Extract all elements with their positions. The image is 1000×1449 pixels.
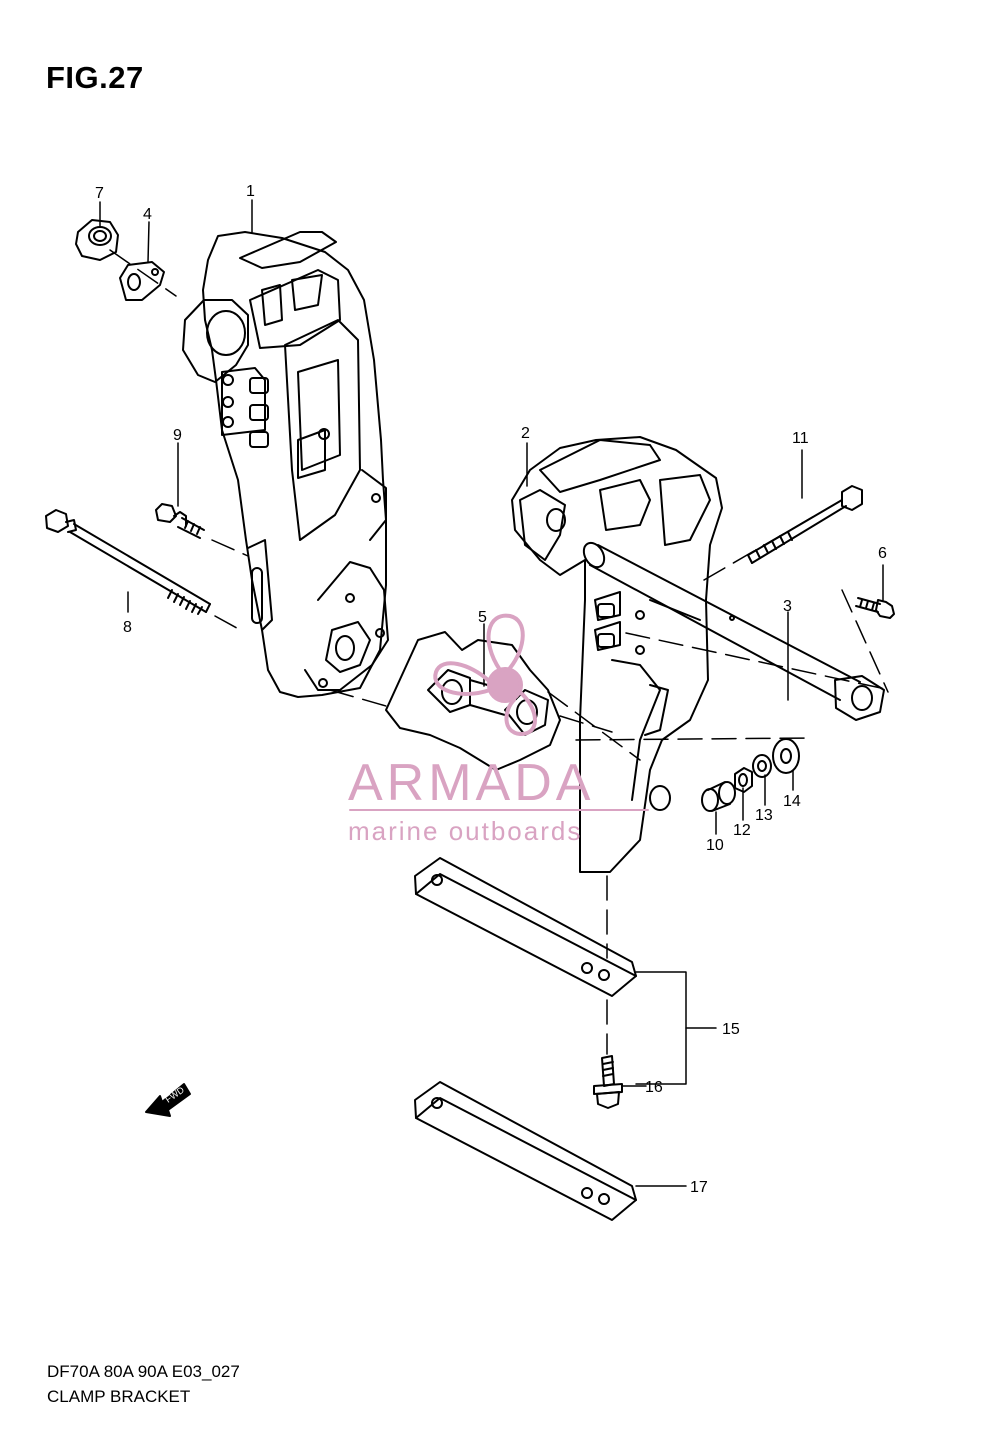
callout-10: 10	[706, 837, 724, 854]
figure-code: DF70A 80A 90A E03_027	[47, 1362, 240, 1381]
callout-9: 9	[173, 427, 182, 444]
bolt-part-6	[855, 597, 895, 619]
callout-5: 5	[478, 609, 487, 626]
callout-12: 12	[733, 822, 751, 839]
clamp-bracket-left-part-1	[182, 231, 389, 698]
washer-part-14	[772, 738, 800, 774]
armada-watermark: ARMADA marine outboards	[348, 613, 649, 846]
figure-title: FIG.27	[46, 60, 144, 95]
plate-part-4	[119, 261, 165, 301]
callout-numbers: 1 2 3 4 5 6 7 8 9 10 11 12 13 14 15 16 1…	[95, 183, 887, 1196]
callout-2: 2	[521, 425, 530, 442]
callout-14: 14	[783, 793, 801, 810]
figure-name: CLAMP BRACKET	[47, 1387, 191, 1406]
forward-direction-arrow: FWD	[145, 1083, 191, 1117]
callout-6: 6	[878, 545, 887, 562]
bolt-part-16	[593, 1055, 623, 1109]
tilt-tube-part-3	[582, 541, 885, 721]
callout-17: 17	[690, 1179, 708, 1196]
watermark-tagline: marine outboards	[348, 816, 582, 846]
bolt-part-11	[747, 485, 863, 564]
callout-15: 15	[722, 1021, 740, 1038]
anode-part-15	[414, 857, 637, 997]
callout-3: 3	[783, 598, 792, 615]
watermark-brand: ARMADA	[348, 754, 594, 812]
nut-part-7	[75, 219, 119, 261]
callout-16: 16	[645, 1079, 663, 1096]
leader-lines	[99, 199, 884, 1187]
bushing-part-10	[701, 781, 736, 812]
callout-11: 11	[792, 430, 809, 447]
clamp-bracket-right-part-2	[511, 436, 723, 873]
bolt-part-8	[45, 509, 211, 615]
nut-part-12	[734, 767, 753, 793]
anode-part-17	[414, 1081, 637, 1221]
callout-7: 7	[95, 185, 104, 202]
callout-13: 13	[755, 807, 773, 824]
callout-1: 1	[246, 183, 255, 200]
clamp-plate-part-5	[385, 631, 561, 771]
callout-8: 8	[123, 619, 132, 636]
assembly-guide-lines	[109, 249, 891, 1055]
washer-part-13	[752, 754, 772, 778]
bolt-part-9	[155, 503, 205, 539]
callout-4: 4	[143, 206, 152, 223]
propeller-logo	[433, 613, 537, 737]
